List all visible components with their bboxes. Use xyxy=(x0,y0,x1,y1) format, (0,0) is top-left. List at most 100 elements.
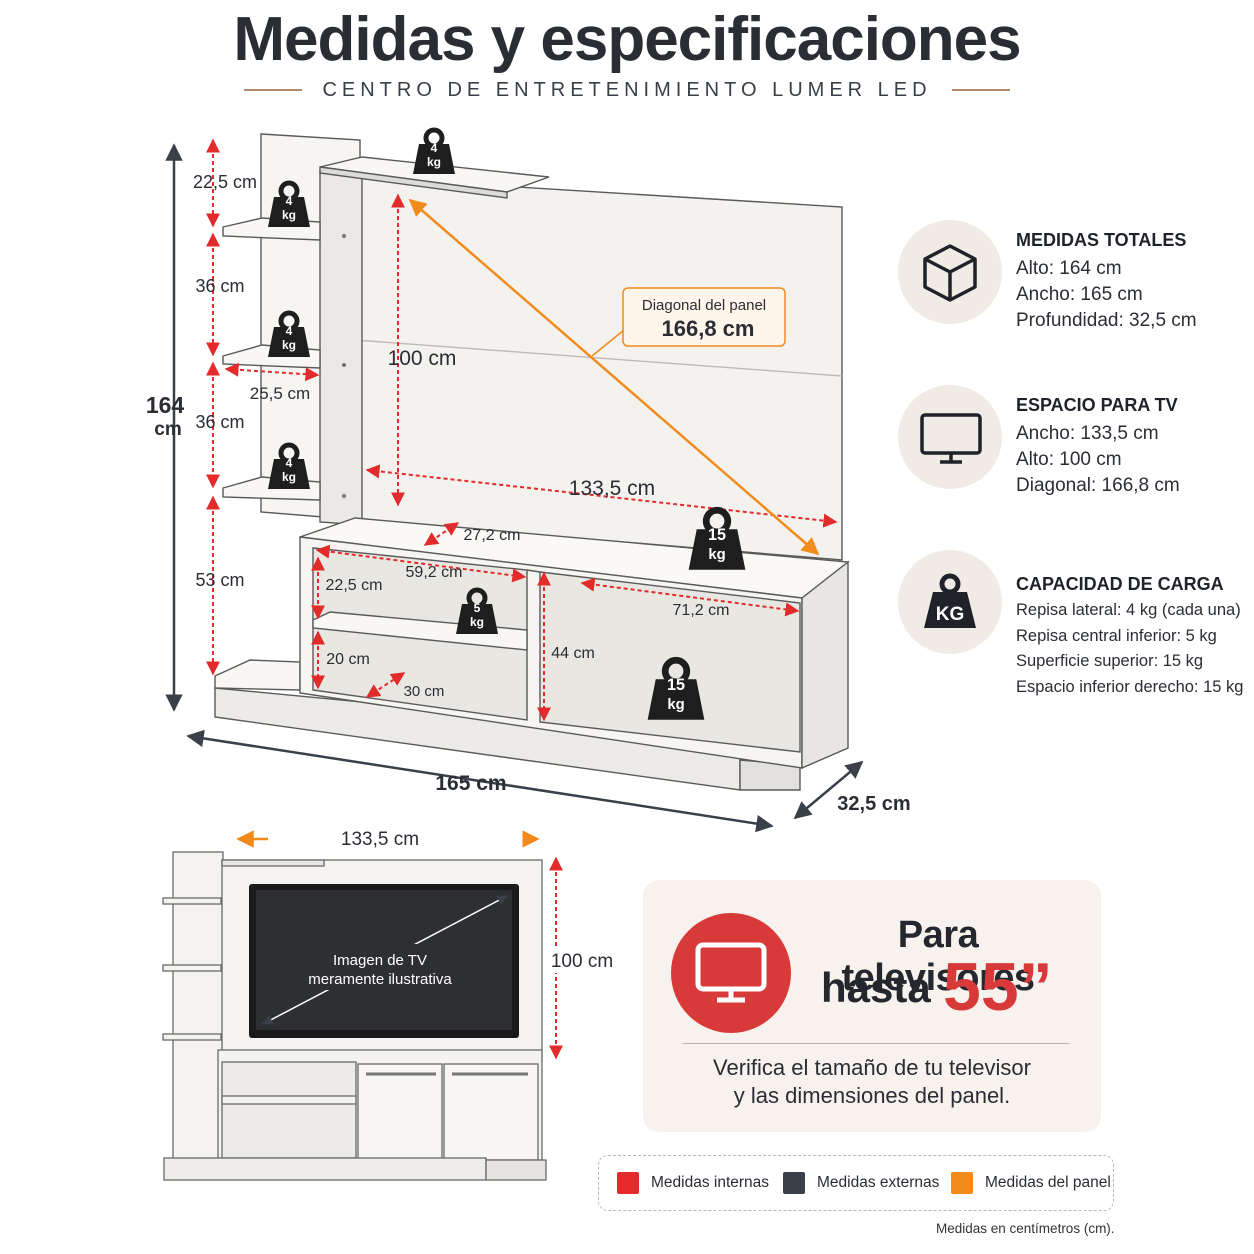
spec-total-height: Alto: 164 cm xyxy=(1016,258,1122,279)
panel-diagonal-title: Diagonal del panel xyxy=(642,297,766,314)
cabinet-height-label: 44 cm xyxy=(551,645,595,662)
subtitle-rule-right xyxy=(951,89,1010,91)
svg-text:15: 15 xyxy=(667,676,685,694)
front-door-right xyxy=(443,1063,539,1161)
height-total-value: 164 xyxy=(146,392,185,418)
weight-center-shelf: 5 kg xyxy=(456,590,498,634)
external-dimensions xyxy=(165,143,864,833)
weight-side-shelf-1: 4 kg xyxy=(268,183,310,227)
legend-panel-label: Medidas del panel xyxy=(985,1174,1111,1191)
tv-icon-badge xyxy=(671,913,791,1033)
front-width-label: 133,5 cm xyxy=(341,829,419,850)
height-total-unit: cm xyxy=(154,419,181,440)
tv-promo-line-1: Para televisores xyxy=(841,914,1035,999)
center-shelf xyxy=(312,611,528,651)
shelf-gap-1-label: 36 cm xyxy=(195,276,244,296)
depth-total-label: 32,5 cm xyxy=(837,793,910,815)
panel-diagonal-value: 166,8 cm xyxy=(662,316,755,341)
shelf-top-gap-label: 22,5 cm xyxy=(193,172,257,192)
tv-icon xyxy=(695,942,767,1003)
svg-text:4: 4 xyxy=(431,141,438,155)
spec-total-depth: Profundidad: 32,5 cm xyxy=(1016,310,1197,331)
tv-promo-size: 55” xyxy=(943,949,1053,1025)
tv-note-line-1: Imagen de TV xyxy=(333,952,427,969)
panel-height-label: 100 cm xyxy=(388,347,457,370)
weight-top-shelf: 4 kg xyxy=(413,130,455,174)
legend: Medidas internas Medidas externas Medida… xyxy=(598,1155,1114,1211)
subtitle-rule-left xyxy=(244,89,303,91)
tv-note-line-2: meramente ilustrativa xyxy=(308,971,452,988)
panel-diagonal-arrow xyxy=(408,198,820,556)
legend-internal-label: Medidas internas xyxy=(651,1174,770,1191)
cube-icon xyxy=(923,244,977,302)
legend-external-label: Medidas externas xyxy=(817,1174,940,1191)
page-title: Medidas y especificaciones xyxy=(233,5,1021,74)
weight-icon: KG xyxy=(924,573,976,628)
spec-load-title: CAPACIDAD DE CARGA xyxy=(1016,574,1224,594)
spec-load-center: Repisa central inferior: 5 kg xyxy=(1016,626,1217,645)
left-cabinet-lower-label: 20 cm xyxy=(326,651,370,668)
width-total-label: 165 cm xyxy=(435,772,506,795)
svg-text:4: 4 xyxy=(286,194,293,208)
cube-icon-badge xyxy=(898,220,1002,324)
svg-text:kg: kg xyxy=(282,338,296,352)
shelf-gap-2-label: 36 cm xyxy=(195,412,244,432)
legend-panel-swatch xyxy=(951,1172,973,1194)
tv-promo-verify-2: y las dimensiones del panel. xyxy=(733,1083,1011,1108)
svg-text:4: 4 xyxy=(286,456,293,470)
tv-promo-divider xyxy=(683,1043,1069,1044)
svg-text:5: 5 xyxy=(474,601,481,615)
weight-icon-badge: KG xyxy=(898,550,1002,654)
spec-total-width: Ancho: 165 cm xyxy=(1016,284,1143,305)
svg-text:kg: kg xyxy=(427,155,441,169)
spec-total-title: MEDIDAS TOTALES xyxy=(1016,230,1187,250)
legend-external-swatch xyxy=(783,1172,805,1194)
left-cabinet-width-label: 59,2 cm xyxy=(406,564,463,581)
depth-arrow xyxy=(793,760,864,820)
svg-text:kg: kg xyxy=(667,697,684,713)
tv-promo-verify: Verifica el tamaño de tu televisor y las… xyxy=(663,1054,1081,1110)
width-arrow xyxy=(186,729,774,833)
spec-load-side: Repisa lateral: 4 kg (cada una) xyxy=(1016,601,1241,619)
weight-surface: 15 kg xyxy=(689,510,746,569)
spec-total-dimensions: MEDIDAS TOTALES Alto: 164 cm Ancho: 165 … xyxy=(898,220,1248,331)
legend-panel: Medidas del panel xyxy=(951,1172,1111,1194)
spec-load-surface: Superficie superior: 15 kg xyxy=(1016,652,1204,670)
weight-right-cabinet: 15 kg xyxy=(648,660,705,719)
top-depth-label: 27,2 cm xyxy=(464,527,521,544)
tv-promo-line-2: hasta xyxy=(821,964,931,1011)
spec-load-right: Espacio inferior derecho: 15 kg xyxy=(1016,677,1244,696)
svg-text:kg: kg xyxy=(708,547,725,563)
front-tv: Imagen de TV meramente ilustrativa xyxy=(249,884,519,1038)
weight-side-shelf-2: 4 kg xyxy=(268,313,310,357)
weight-side-shelf-3: 4 kg xyxy=(268,445,310,489)
svg-text:KG: KG xyxy=(936,604,965,625)
svg-text:15: 15 xyxy=(708,526,726,544)
spec-tv-title: ESPACIO PARA TV xyxy=(1016,395,1178,415)
legend-external: Medidas externas xyxy=(783,1172,939,1194)
spec-load-capacity: KG CAPACIDAD DE CARGA Repisa lateral: 4 … xyxy=(898,550,1248,700)
left-cabinet-upper-label: 22,5 cm xyxy=(326,577,383,594)
panel-width-label: 133,5 cm xyxy=(569,477,655,500)
front-height-label: 100 cm xyxy=(551,951,613,972)
svg-text:kg: kg xyxy=(470,615,484,629)
subtitle: CENTRO DE ENTRETENIMIENTO LUMER LED xyxy=(322,78,932,101)
legend-internal: Medidas internas xyxy=(617,1172,769,1194)
spec-tv-width: Ancho: 133,5 cm xyxy=(1016,423,1159,444)
tv-promo-verify-1: Verifica el tamaño de tu televisor xyxy=(713,1055,1031,1080)
left-cabinet-depth-label: 30 cm xyxy=(404,683,445,700)
svg-text:kg: kg xyxy=(282,470,296,484)
front-door-left xyxy=(357,1063,443,1161)
spec-tv-space: ESPACIO PARA TV Ancho: 133,5 cm Alto: 10… xyxy=(898,385,1248,496)
panel-diagonal-callout xyxy=(622,287,786,347)
monitor-icon-badge xyxy=(898,385,1002,489)
monitor-icon xyxy=(920,413,982,464)
furniture-drawing xyxy=(214,133,850,791)
svg-text:4: 4 xyxy=(286,324,293,338)
spec-tv-height: Alto: 100 cm xyxy=(1016,449,1122,470)
subtitle-row: CENTRO DE ENTRETENIMIENTO LUMER LED xyxy=(0,76,1254,104)
right-cabinet-width-label: 71,2 cm xyxy=(673,602,730,619)
shelf-bottom-label: 53 cm xyxy=(195,570,244,590)
spec-tv-diagonal: Diagonal: 166,8 cm xyxy=(1016,475,1180,496)
